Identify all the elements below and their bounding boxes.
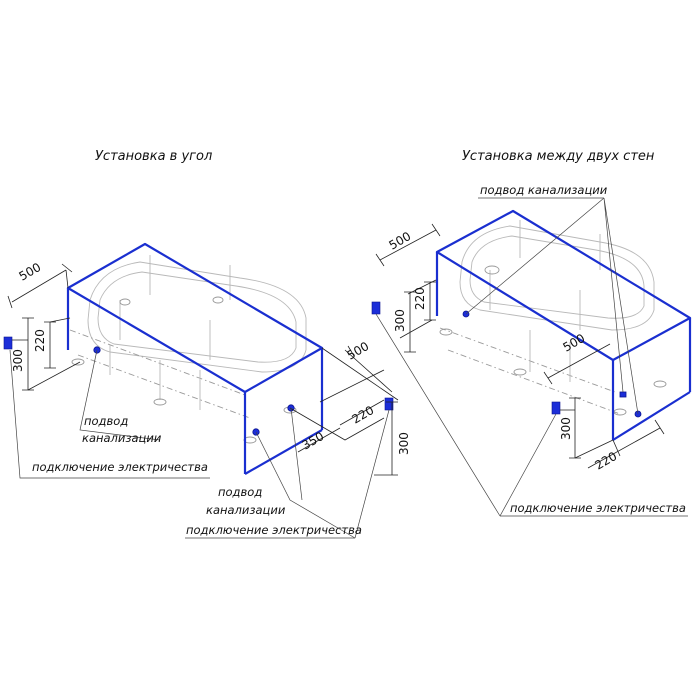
svg-text:220: 220: [413, 287, 427, 310]
right-leaders: подключение электричества: [375, 197, 688, 517]
left-tub-ghost: [69, 255, 307, 444]
right-tub-ghost: [439, 220, 667, 416]
svg-text:300: 300: [393, 309, 407, 332]
left-dim-500: 500: [7, 260, 73, 309]
svg-text:300: 300: [559, 417, 573, 440]
svg-text:300: 300: [11, 349, 25, 372]
right-drain-label: подвод канализации: [480, 183, 608, 197]
right-bathtub-drawing: Установка между двух стен подвод канализ…: [371, 149, 692, 517]
left-dim-heights: 300 220: [11, 317, 81, 391]
right-electric-socket-1: [371, 301, 381, 315]
right-tub-outline: [435, 209, 692, 441]
right-title: Установка между двух стен: [462, 149, 655, 164]
svg-text:350: 350: [300, 429, 327, 453]
right-drain-port-2: [619, 391, 627, 398]
svg-text:подвод: подвод: [84, 414, 128, 428]
svg-text:канализации: канализации: [206, 503, 286, 517]
left-title: Установка в угол: [95, 149, 212, 164]
svg-text:300: 300: [397, 432, 411, 455]
right-electric-label: подключение электричества: [510, 501, 686, 515]
svg-text:500: 500: [345, 339, 372, 363]
right-dim-top: 500 300 220: [375, 223, 441, 353]
svg-text:500: 500: [561, 331, 588, 355]
svg-text:500: 500: [17, 260, 44, 284]
svg-text:канализации: канализации: [82, 431, 162, 445]
left-electric-socket-1: [3, 336, 13, 350]
svg-text:подвод: подвод: [218, 485, 262, 499]
svg-text:подключение электричества: подключение электричества: [32, 460, 208, 474]
left-labels: подвод канализации подключение электриче…: [9, 349, 390, 539]
svg-text:подключение электричества: подключение электричества: [186, 523, 362, 537]
right-dim-front: 500 300 220: [543, 331, 665, 473]
svg-text:220: 220: [33, 329, 47, 352]
right-electric-socket-2: [551, 401, 561, 415]
left-bathtub-drawing: Установка в угол: [3, 149, 411, 539]
